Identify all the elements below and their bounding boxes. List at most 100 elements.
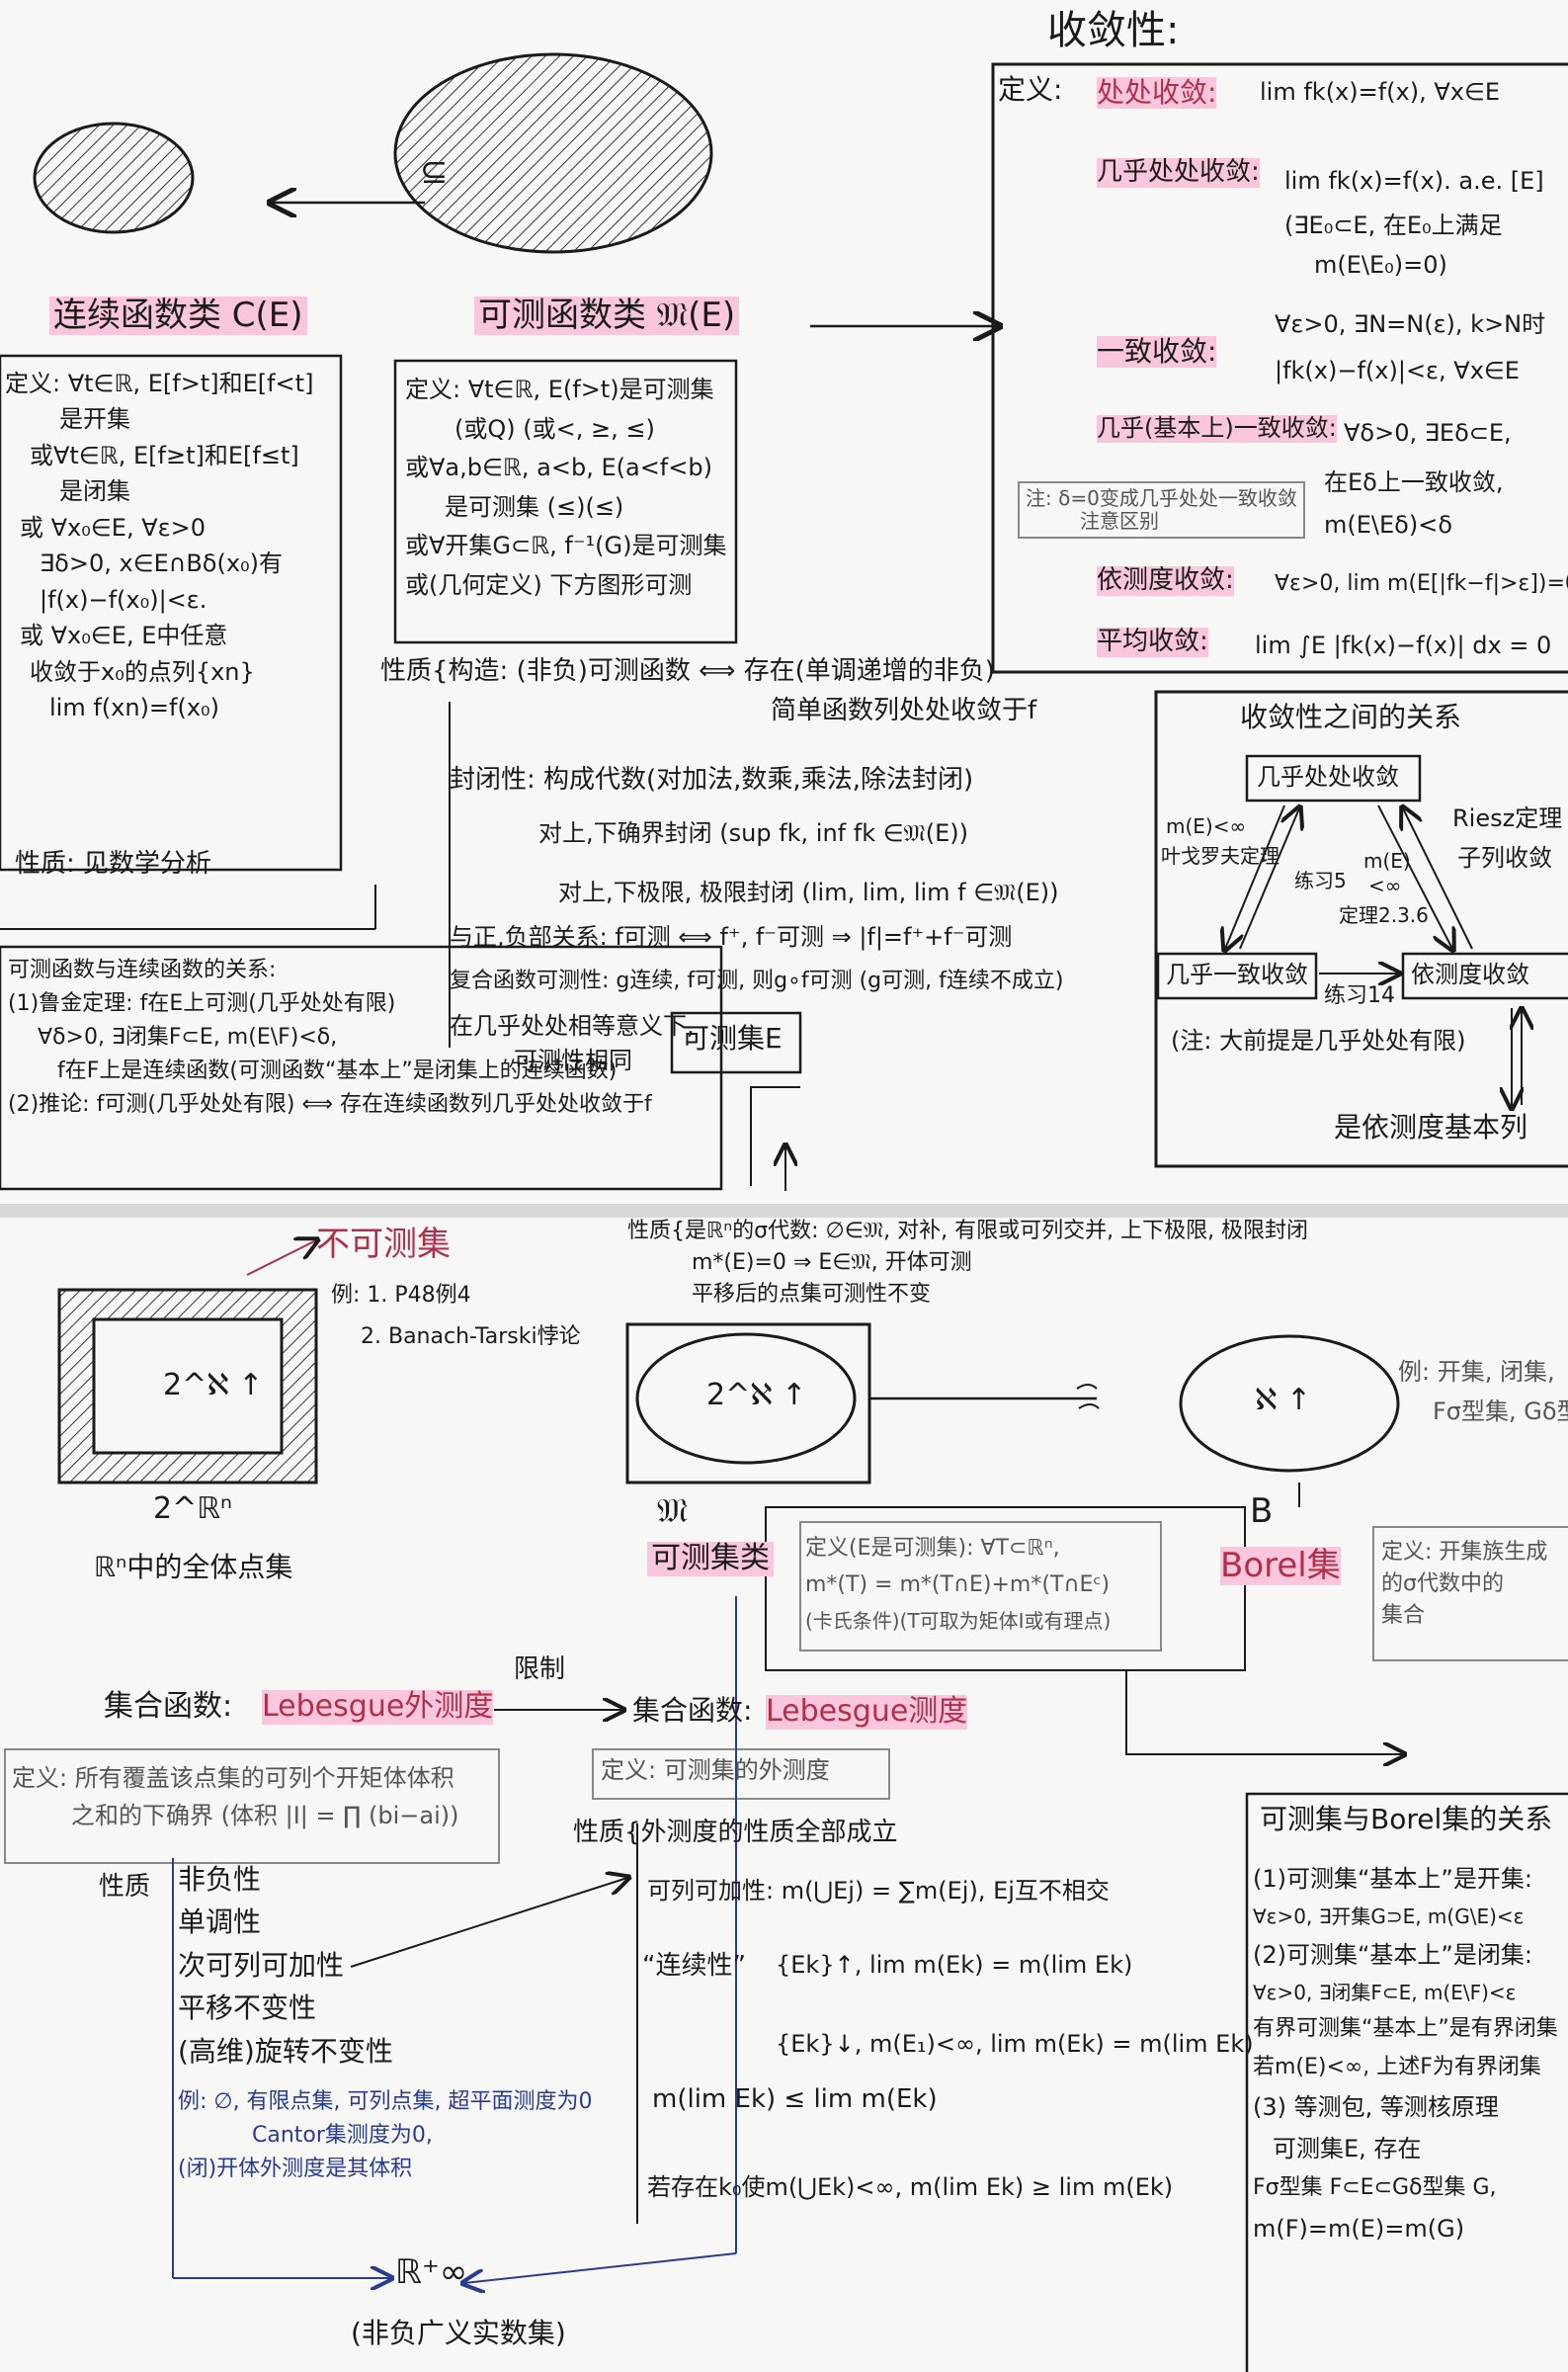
- outer-ex-0: 例: ∅, 有限点集, 可列点集, 超平面测度为0: [178, 2089, 593, 2114]
- br-2: (2)可测集“基本上”是闭集:: [1253, 1941, 1532, 1969]
- convergence-note-box: 注: δ=0变成几乎处处一致收敛 注意区别: [1018, 481, 1305, 539]
- continuous-prop: 性质: 见数学分析: [15, 849, 212, 879]
- rel-egorov: 叶戈罗夫定理: [1161, 844, 1279, 868]
- rel-riesz1: Riesz定理: [1452, 805, 1563, 832]
- leb-additive: 可列可加性: m(⋃Ej) = ∑m(Ej), Ej互不相交: [647, 1877, 1110, 1905]
- outer-examples: 例: ∅, 有限点集, 可列点集, 超平面测度为0 Cantor集测度为0, (…: [178, 2085, 642, 2186]
- measurable-fn-ellipse: [393, 52, 713, 254]
- M-def-2: (卡氏条件)(T可取为矩体I或有理点): [805, 1608, 1112, 1633]
- rel-ex14: 练习14: [1324, 983, 1395, 1008]
- power-all-sub: ℝⁿ中的全体点集: [94, 1551, 293, 1583]
- measurable-class-box: [625, 1322, 871, 1484]
- measure-label: 依测度收敛:: [1097, 565, 1234, 596]
- borel-rel-title: 可测集与Borel集的关系: [1260, 1803, 1553, 1835]
- outer-props: 非负性 单调性 次可列可加性 平移不变性 (高维)旋转不变性: [178, 1858, 425, 2073]
- rel-thm: 定理2.3.6: [1339, 903, 1429, 927]
- borel-def-0: 定义: 开集族生成: [1381, 1540, 1548, 1565]
- mean-label: 平均收敛:: [1097, 627, 1208, 657]
- luzin-box: [0, 945, 723, 1191]
- mf-closure1: 封闭性: 构成代数(对加法,数乘,乘法,除法封闭): [450, 765, 974, 795]
- borel-ex2: Fσ型集, Gδ型: [1433, 1398, 1568, 1425]
- outer-def-0: 定义: 所有覆盖该点集的可列个开矩体体积: [12, 1764, 454, 1792]
- mf-def-4: 或∀开集G⊂ℝ, f⁻¹(G)是可测集: [405, 532, 727, 560]
- range-symbol: ℝ⁺∞: [395, 2252, 468, 2292]
- measurable-def-box: [393, 359, 738, 644]
- measurable-fn-title: 可测函数类 𝔐(E): [474, 296, 740, 336]
- leb-cont1: {Ek}↑, lim m(Ek) = m(lim Ek): [776, 1951, 1133, 1979]
- cont-def-1: 是开集: [59, 405, 130, 434]
- M-def: 定义(E是可测集): ∀T⊂ℝⁿ, m*(T) = m*(T∩E)+m*(T∩E…: [805, 1530, 1161, 1638]
- borel-relations-box: [1245, 1792, 1568, 2372]
- M-def-1: m*(T) = m*(T∩E)+m*(T∩Eᶜ): [805, 1572, 1111, 1598]
- outer-def: 定义: 所有覆盖该点集的可列个开矩体体积 之和的下确界 (体积 |I| = ∏ …: [12, 1759, 496, 1835]
- leb-def: 定义: 可测集的外测度: [601, 1756, 830, 1784]
- br-0: (1)可测集“基本上”是开集:: [1253, 1865, 1532, 1893]
- borel-rel-lines: (1)可测集“基本上”是开集: ∀ε>0, ∃开集G⊃E, m(G\E)<ε (…: [1253, 1858, 1568, 2249]
- outer-prop-4: (高维)旋转不变性: [178, 2034, 393, 2068]
- convergence-box: [991, 62, 1568, 674]
- def-prefix: 定义:: [998, 73, 1063, 106]
- continuous-title: 连续函数类 C(E): [49, 296, 307, 336]
- almost-uniform-line1: ∀δ>0, ∃Eδ⊂E,: [1344, 419, 1512, 447]
- leb-title-pre: 集合函数:: [632, 1694, 753, 1727]
- br-7: 可测集E, 存在: [1273, 2135, 1422, 2162]
- almost-uniform-line3: m(E\Eδ)<δ: [1324, 511, 1452, 539]
- br-4: 有界可测集“基本上”是有界闭集: [1253, 2016, 1558, 2041]
- br-1: ∀ε>0, ∃开集G⊃E, m(G\E)<ε: [1253, 1905, 1525, 1928]
- outer-prop-3: 平移不变性: [178, 1991, 317, 2025]
- two-aleph-left: 2^ℵ ↑: [163, 1368, 264, 1402]
- mf-def-3: 是可测集 (≤)(≤): [445, 492, 624, 521]
- pointwise-label: 处处收敛:: [1097, 76, 1217, 110]
- M-def-0: 定义(E是可测集): ∀T⊂ℝⁿ,: [805, 1536, 1060, 1561]
- cont-def-4: 或 ∀x₀∈E, ∀ε>0: [20, 513, 206, 542]
- cont-def-6: |f(x)−f(x₀)|<ε.: [40, 585, 207, 614]
- luzin-l1: (1)鲁金定理: f在E上可测(几乎处处有限): [8, 991, 396, 1017]
- pointwise-formula: lim fk(x)=f(x), ∀x∈E: [1260, 78, 1501, 106]
- measurable-class-props: 性质{是ℝⁿ的σ代数: ∅∈𝔐, 对补, 有限或可列交并, 上下极限, 极限封闭…: [627, 1216, 1408, 1311]
- continuous-ellipse: [33, 122, 195, 234]
- uniform-line1: ∀ε>0, ∃N=N(ε), k>N时: [1275, 310, 1546, 338]
- continuous-def-box: [0, 354, 343, 872]
- measurable-set-box: 可测集E: [682, 1022, 783, 1055]
- restrict-label: 限制: [514, 1654, 566, 1684]
- outer-ex-1: Cantor集测度为0,: [252, 2123, 433, 2149]
- relations-title: 收敛性之间的关系: [1240, 701, 1462, 733]
- rel-riesz2: 子列收敛: [1457, 844, 1552, 872]
- mf-def-2: 或∀a,b∈ℝ, a<b, E(a<f<b): [405, 454, 712, 482]
- br-9: m(F)=m(E)=m(G): [1253, 2214, 1465, 2243]
- mc-prop-1: m*(E)=0 ⇒ E∈𝔐, 开体可测: [692, 1249, 972, 1275]
- rel-almost-uniform: 几乎一致收敛: [1166, 961, 1308, 988]
- br-3: ∀ε>0, ∃闭集F⊂E, m(E\F)<ε: [1253, 1981, 1517, 2004]
- ae-note1: (∃E₀⊂E, 在E₀上满足: [1284, 212, 1503, 239]
- B-label: Borel集: [1220, 1546, 1341, 1586]
- measure-formula: ∀ε>0, lim m(E[|fk−f|>ε])=0: [1275, 571, 1568, 596]
- relations-box: [1154, 690, 1568, 1168]
- subset-symbol: ⊆: [420, 152, 449, 192]
- page-fold: [0, 1204, 1568, 1218]
- luzin-l4: (2)推论: f可测(几乎处处有限) ⟺ 存在连续函数列几乎处处收敛于f: [8, 1092, 652, 1118]
- cont-def-0: 定义: ∀t∈ℝ, E[f>t]和E[f<t]: [5, 370, 314, 397]
- mf-closure2: 对上,下确界封闭 (sup fk, inf fk ∈𝔐(E)): [538, 819, 968, 847]
- M-label: 可测集类: [647, 1541, 774, 1576]
- outer-def-1: 之和的下确界 (体积 |I| = ∏ (bi−ai)): [71, 1802, 459, 1830]
- borel-ex: 例: 开集, 闭集,: [1398, 1358, 1555, 1386]
- measurable-fn-def: 定义: ∀t∈ℝ, E(f>t)是可测集 (或Q) (或<, ≥, ≤) 或∀a…: [405, 371, 736, 606]
- outer-prop-1: 单调性: [178, 1906, 262, 1939]
- uniform-line2: |fk(x)−f(x)|<ε, ∀x∈E: [1275, 357, 1520, 384]
- aleph: ℵ ↑: [1255, 1383, 1312, 1417]
- mf-ae-eq1: 在几乎处处相等意义下,: [450, 1012, 695, 1040]
- outer-title: Lebesgue外测度: [262, 1689, 494, 1725]
- mc-prop-2: 平移后的点集可测性不变: [692, 1281, 932, 1307]
- mf-closure3: 对上,下极限, 极限封闭 (lim, lim, lim f ∈𝔐(E)): [558, 879, 1059, 906]
- outer-props-head: 性质: [99, 1872, 151, 1902]
- mc-prop-0: 性质{是ℝⁿ的σ代数: ∅∈𝔐, 对补, 有限或可列交并, 上下极限, 极限封闭: [627, 1219, 1309, 1243]
- br-8: Fσ型集 F⊂E⊂Gδ型集 G,: [1253, 2175, 1497, 2200]
- luzin-text: 可测函数与连续函数的关系: (1)鲁金定理: f在E上可测(几乎处处有限) ∀δ…: [8, 954, 719, 1122]
- continuous-def: 定义: ∀t∈ℝ, E[f>t]和E[f<t] 是开集 或∀t∈ℝ, E[f≥t…: [5, 366, 336, 726]
- rel-cauchy: 是依测度基本列: [1334, 1111, 1528, 1144]
- almost-uniform-line2: 在Eδ上一致收敛,: [1324, 468, 1504, 496]
- cont-def-8: 收敛于x₀的点列{xn}: [30, 657, 255, 686]
- rel-footnote: (注: 大前提是几乎处处有限): [1171, 1027, 1466, 1055]
- borel-def-2: 集合: [1381, 1602, 1426, 1628]
